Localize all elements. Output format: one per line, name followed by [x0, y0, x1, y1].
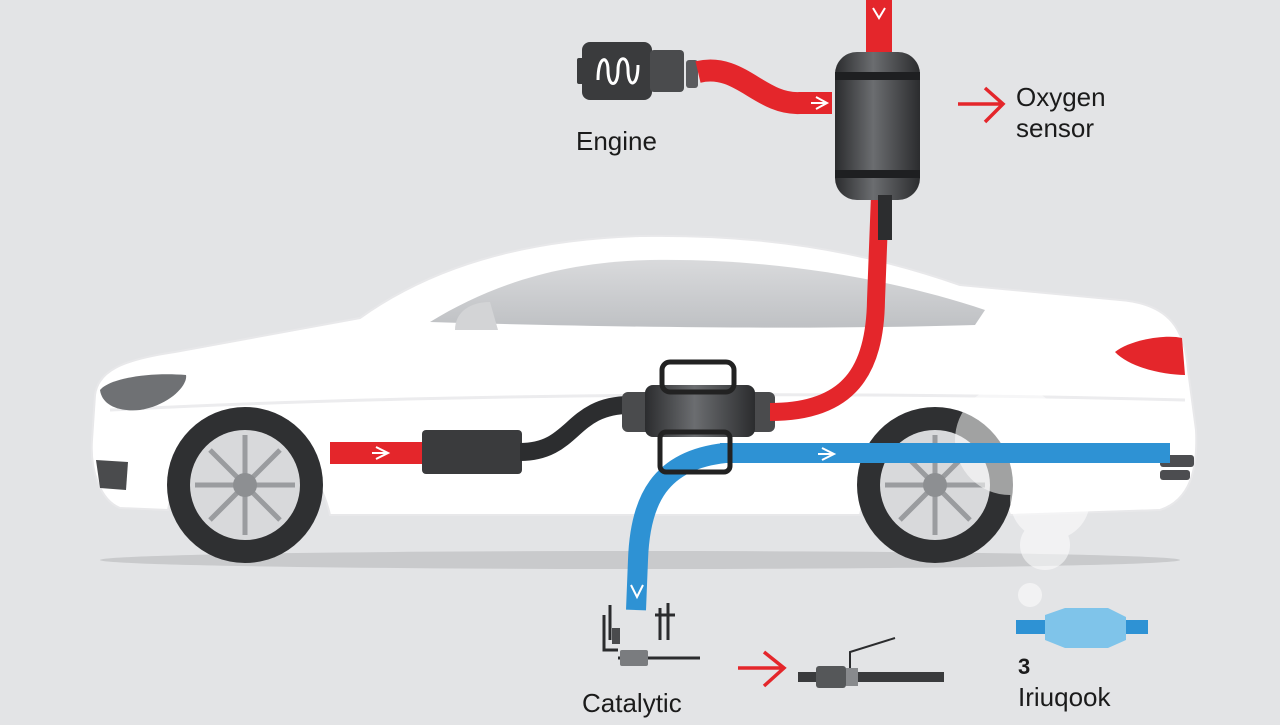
arrow-down-icon	[872, 7, 886, 20]
mid-pipe	[519, 396, 631, 461]
arrow-right-icon	[958, 86, 1006, 124]
oxygen-sensor-label-line2: sensor	[1016, 113, 1095, 143]
sensor-stem	[612, 628, 620, 644]
exhaust-tip-2	[1160, 470, 1190, 480]
bottom-right-label: Iriuqook	[1018, 682, 1111, 712]
engine-icon	[577, 42, 698, 100]
side-mirror	[455, 302, 498, 330]
front-grille	[96, 460, 128, 490]
arrow-right-icon	[811, 96, 830, 110]
hot-exhaust-top	[866, 0, 892, 55]
clean-exhaust-drop	[626, 443, 727, 611]
arrow-right-icon	[738, 650, 787, 688]
arrow-down-icon	[630, 584, 644, 600]
oxygen-sensor-housing	[835, 52, 920, 240]
arrow-right-icon	[372, 446, 391, 460]
car-window	[430, 259, 985, 328]
oxygen-sensor-label-line1: Oxygen	[1016, 82, 1106, 112]
engine-label: Engine	[576, 126, 657, 156]
exhaust-smoke	[955, 385, 1090, 607]
hot-exhaust-riser	[769, 194, 889, 421]
muffler-icon	[1016, 608, 1148, 648]
bottom-right-digit: 3	[1018, 654, 1031, 679]
engine-exhaust-line	[695, 59, 832, 114]
tail-light	[1115, 336, 1185, 375]
oxygen-sensor-probe-icon	[798, 637, 944, 688]
catalytic-label: Catalytic	[582, 688, 682, 718]
clean-exhaust-line	[720, 443, 1170, 463]
front-pipe-box	[422, 430, 522, 474]
arrow-right-icon	[818, 447, 837, 461]
sensor-base	[620, 650, 648, 666]
headlight	[100, 374, 187, 411]
front-wheel	[167, 407, 323, 563]
catalytic-converter-icon	[622, 359, 775, 475]
